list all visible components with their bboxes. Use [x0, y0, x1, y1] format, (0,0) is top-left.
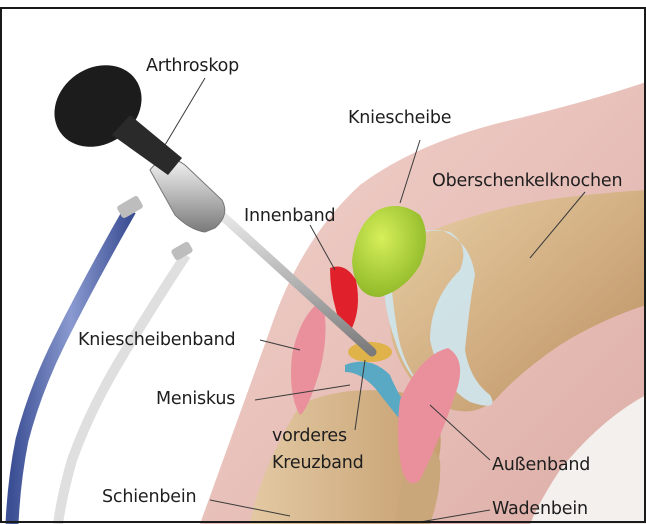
label-meniskus: Meniskus — [156, 389, 235, 409]
label-arthroskop: Arthroskop — [146, 56, 239, 76]
label-schienbein: Schienbein — [102, 487, 196, 507]
label-vorderes: vorderes — [272, 423, 364, 450]
label-kniescheibe: Kniescheibe — [348, 108, 451, 128]
label-oberschenkelknochen: Oberschenkelknochen — [432, 171, 622, 191]
label-kniescheibenband: Kniescheibenband — [78, 330, 235, 350]
label-kreuzband: Kreuzband — [272, 450, 364, 477]
label-aussenband: Außenband — [492, 455, 590, 475]
label-wadenbein: Wadenbein — [492, 499, 588, 519]
label-innenband: Innenband — [244, 206, 335, 226]
label-vorderes-kreuzband: vorderes Kreuzband — [272, 423, 364, 477]
